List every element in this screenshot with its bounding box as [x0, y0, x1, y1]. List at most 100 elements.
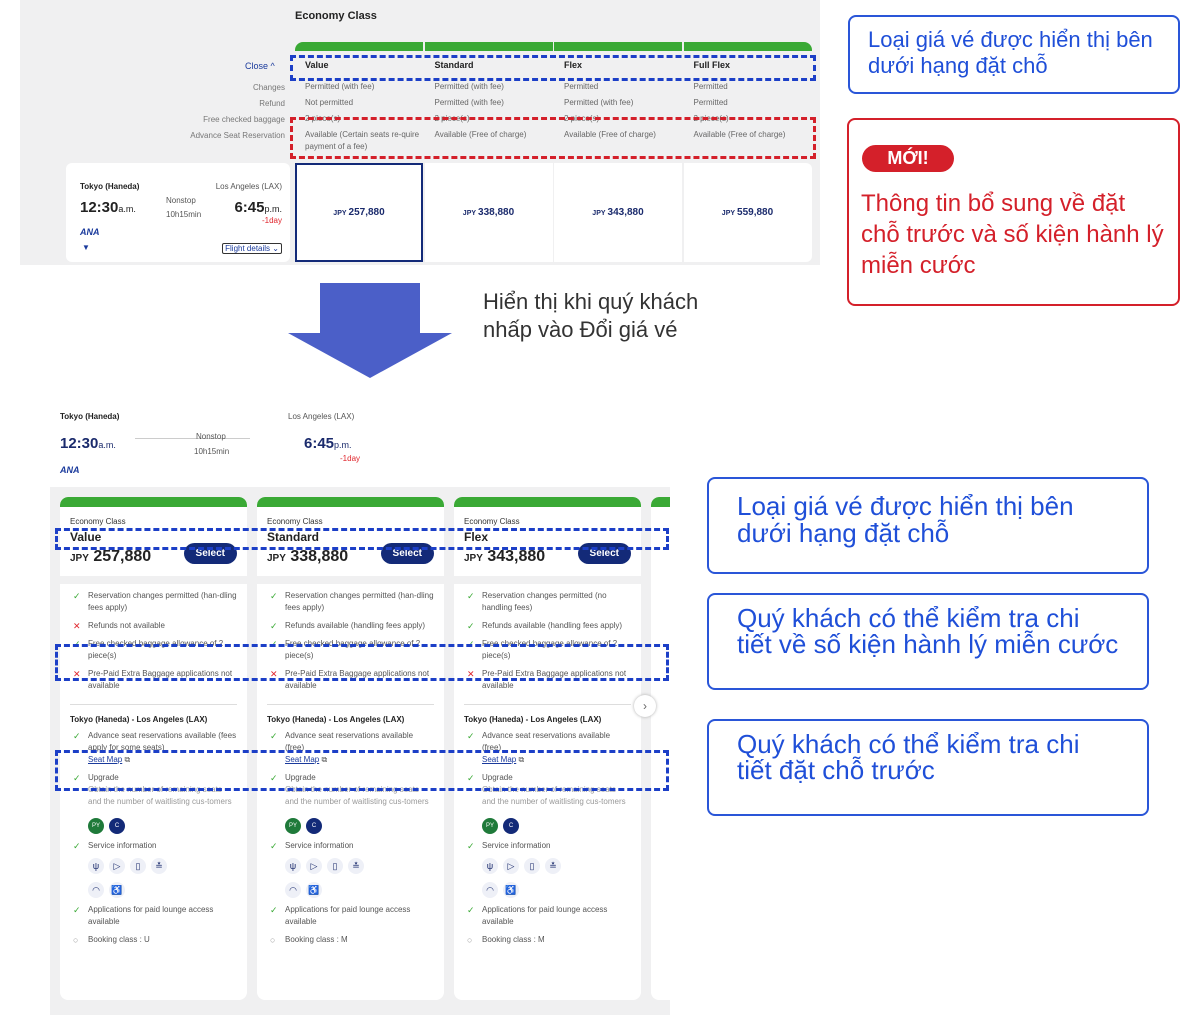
business-class-icon: C: [503, 818, 519, 834]
seat-feature: ✓Advance seat reservations available (fe…: [73, 731, 237, 764]
fare-color-bar: [554, 42, 682, 51]
check-icon: ✓: [73, 591, 81, 601]
callout-fare-type: Loại giá vé được hiển thị bên dưới hạng …: [848, 15, 1180, 94]
check-icon: ✓: [73, 731, 81, 741]
seat-recline-icon: ≛: [151, 858, 167, 874]
premium-economy-icon: PY: [285, 818, 301, 834]
fare-price-cell[interactable]: [295, 163, 423, 262]
entertainment-icon: ▷: [503, 858, 519, 874]
fare-table-panel: Economy Class Close ^ Changes Refund Fre…: [20, 0, 820, 265]
callout-seat: Quý khách có thể kiểm tra chi tiết đặt c…: [707, 719, 1149, 816]
stops: Nonstop: [166, 196, 196, 205]
departure-time: 12:30a.m.: [80, 199, 136, 216]
legroom-icon: ♿: [306, 882, 322, 898]
premium-economy-icon: PY: [88, 818, 104, 834]
airline-logo: ANA: [60, 465, 80, 475]
flight-details-button[interactable]: Flight details ⌄: [222, 243, 282, 254]
seat-feature: ✓Advance seat reservations available (fr…: [270, 731, 414, 764]
destination: Los Angeles (LAX): [288, 412, 355, 421]
service-feature: ✓Service information: [467, 841, 551, 851]
lounge-feature: ✓Applications for paid lounge access ava…: [270, 905, 411, 926]
fare-price-cell[interactable]: [554, 163, 682, 262]
circle-icon: ○: [73, 935, 79, 945]
destination: Los Angeles (LAX): [215, 182, 282, 191]
route-line: [135, 438, 250, 439]
meal-icon: ψ: [285, 858, 301, 874]
cross-icon: ✕: [73, 669, 81, 679]
check-icon: ✓: [467, 773, 475, 783]
card-class: Economy Class: [464, 517, 520, 526]
day-offset: -1day: [340, 454, 361, 463]
circle-icon: ○: [270, 935, 276, 945]
power-icon: ▯: [327, 858, 343, 874]
service-feature: ✓Service information: [270, 841, 354, 851]
entertainment-icon: ▷: [109, 858, 125, 874]
seat-map-link[interactable]: Seat Map: [88, 755, 123, 764]
check-icon: ✓: [467, 841, 475, 851]
cross-icon: ✕: [270, 669, 278, 679]
fare-feature: ✕Pre-Paid Extra Baggage applications not…: [467, 669, 627, 690]
fare-changes: Permitted: [564, 82, 599, 91]
airline-logo: ANA: [80, 227, 100, 237]
check-icon: ✓: [73, 773, 81, 783]
fare-color-bar: [295, 42, 423, 51]
fare-card: Economy Class Value JPY 257,880 Select ✓…: [60, 497, 247, 1000]
fare-price-cell[interactable]: [424, 163, 553, 262]
fare-cards-panel: Tokyo (Haneda) Los Angeles (LAX) 12:30a.…: [50, 395, 670, 1015]
highlight-seat: [55, 750, 669, 791]
seat-recline-icon: ≛: [348, 858, 364, 874]
fare-refund: Permitted: [693, 98, 728, 107]
fare-feature: ✓Refunds available (handling fees apply): [270, 621, 426, 631]
fare-refund: Permitted (with fee): [564, 98, 634, 107]
highlight-fare-names: [55, 528, 669, 550]
seat-map-link[interactable]: Seat Map: [482, 755, 517, 764]
day-offset: -1day: [261, 216, 282, 225]
flight-summary: Tokyo (Haneda) Los Angeles (LAX) 12:30a.…: [50, 395, 670, 487]
booking-class: ○Booking class : M: [467, 935, 545, 945]
next-arrow-button[interactable]: ›: [634, 695, 656, 717]
check-icon: ✓: [270, 591, 278, 601]
fare-seat: Available (Free of charge): [693, 130, 786, 139]
seat-map-link[interactable]: Seat Map: [285, 755, 320, 764]
legroom-icon: ♿: [503, 882, 519, 898]
lounge-feature: ✓Applications for paid lounge access ava…: [467, 905, 608, 926]
flight-summary-card: Tokyo (Haneda) Los Angeles (LAX) 12:30a.…: [66, 163, 290, 262]
fare-card: Economy Class Standard JPY 338,880 Selec…: [257, 497, 444, 1000]
seat-recline-icon: ≛: [545, 858, 561, 874]
check-icon: ✓: [467, 621, 475, 631]
fare-card: Economy Class Flex JPY 343,880 Select ✓R…: [454, 497, 641, 1000]
cross-icon: ✕: [467, 669, 475, 679]
power-icon: ▯: [130, 858, 146, 874]
premium-economy-icon: PY: [482, 818, 498, 834]
check-icon: ✓: [270, 621, 278, 631]
fare-price-cell[interactable]: [683, 163, 812, 262]
business-class-icon: C: [109, 818, 125, 834]
service-feature: ✓Service information: [73, 841, 157, 851]
departure-time: 12:30a.m.: [60, 435, 116, 452]
external-link-icon: ⧉: [124, 755, 131, 764]
card-fare-name: Standard: [267, 530, 320, 544]
fare-refund: Permitted (with fee): [434, 98, 504, 107]
card-price: JPY 343,880: [464, 548, 546, 565]
external-link-icon: ⧉: [321, 755, 328, 764]
stops: Nonstop: [196, 432, 226, 441]
fare-refund: Not permitted: [305, 98, 354, 107]
fare-name: Standard: [434, 60, 474, 70]
check-icon: ✓: [467, 591, 475, 601]
highlight-baggage: [55, 644, 669, 681]
fare-changes: Permitted: [693, 82, 728, 91]
meal-icon: ψ: [482, 858, 498, 874]
circle-icon: ○: [467, 935, 473, 945]
arrival-time: 6:45p.m.: [304, 435, 352, 452]
close-button[interactable]: Close ^: [245, 61, 275, 71]
meal-icon: ψ: [88, 858, 104, 874]
legroom-icon: ♿: [109, 882, 125, 898]
duration: 10h15min: [166, 210, 202, 219]
booking-class: ○Booking class : U: [73, 935, 150, 945]
duration: 10h15min: [194, 447, 230, 456]
power-icon: ▯: [524, 858, 540, 874]
